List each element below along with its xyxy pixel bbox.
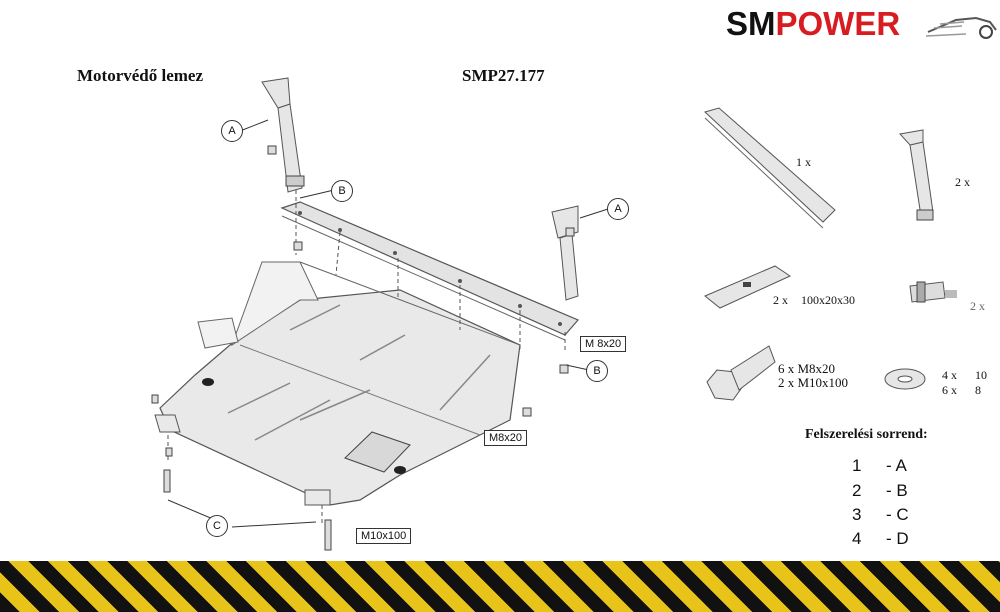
washer-line-2-size: 8 [975,383,981,397]
rail-part [704,107,836,223]
m8x20-label-side: M8x20 [484,430,528,446]
washer-line-2-qty: 6 x [942,383,957,397]
rail-qty: 1 x [796,155,811,169]
plate-flap-left [231,261,319,347]
motorbike-rider-icon [926,16,997,39]
parts-list-illustrations [704,107,957,401]
plate-qty: 2 x [773,293,788,307]
bracket-qty: 2 x [955,175,970,189]
assembly-step-2-label: - B [886,481,908,500]
product-name: Motorvédő lemez [77,66,204,85]
bolt-line-2: 2 x M10x100 [778,375,849,390]
washer-line-1-size: 10 [975,368,987,382]
logo-power-text: POWER [775,5,901,42]
bracket-right [559,233,579,301]
callout-b-right: B [586,360,608,382]
exploded-assembly-diagram [151,77,609,551]
callout-a-right: A [607,198,629,220]
assembly-step-1-num: 1 [852,456,862,475]
assembly-step-4-num: 4 [852,529,862,548]
m10x100-label: M10x100 [356,528,412,544]
plate-size: 100x20x30 [801,293,855,307]
plate-flap-small [197,317,239,349]
callout-b-top: B [331,180,353,202]
cross-rail [280,201,579,336]
callout-c: C [206,515,228,537]
callout-a-left: A [221,120,243,142]
hazard-stripe-footer [0,561,1000,612]
assembly-step-4-label: - D [886,529,909,548]
smpower-logo: SMPOWER [726,4,998,44]
assembly-step-3-label: - C [886,505,909,524]
m8x20-label-top: M 8x20 [580,336,627,352]
washer-line-1-qty: 4 x [942,368,957,382]
clip-qty: 2 x [970,299,985,313]
assembly-order-title: Felszerelési sorrend: [805,427,928,442]
assembly-step-2-num: 2 [852,481,862,500]
bolt-line-1: 6 x M8x20 [778,361,836,376]
assembly-step-1-label: - A [886,456,907,475]
assembly-step-3-num: 3 [852,505,862,524]
bracket-part [909,141,934,217]
product-code: SMP27.177 [462,66,545,85]
clip-part [909,281,946,303]
logo-sm-text: SM [726,5,776,42]
access-hatch [344,431,411,473]
